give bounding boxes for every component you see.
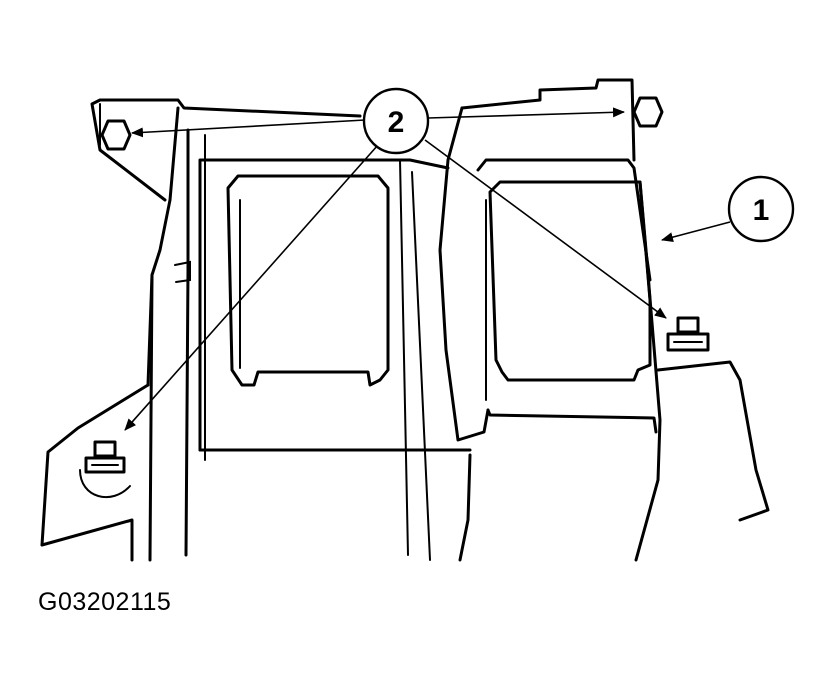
left-rear-panel xyxy=(146,106,206,562)
center-pillar xyxy=(438,78,636,562)
right-window-frame xyxy=(476,158,770,562)
callout-1: 1 xyxy=(727,175,795,243)
figure-code: G03202115 xyxy=(38,588,172,616)
bolt-top-left-icon xyxy=(100,119,132,151)
callout-1-leader xyxy=(661,221,731,243)
callout-2-label: 2 xyxy=(388,106,405,139)
callout-2: 2 xyxy=(362,87,430,155)
callout-1-label: 1 xyxy=(753,194,770,227)
bolt-right-lower-icon xyxy=(666,316,710,352)
left-lower-bracket xyxy=(40,383,150,562)
callout-2-leaders xyxy=(124,107,667,431)
left-window-frame xyxy=(198,158,472,561)
bolt-top-right-icon xyxy=(632,96,664,128)
bolt-left-lower-icon xyxy=(84,440,126,474)
left-upper-bracket xyxy=(90,98,362,202)
